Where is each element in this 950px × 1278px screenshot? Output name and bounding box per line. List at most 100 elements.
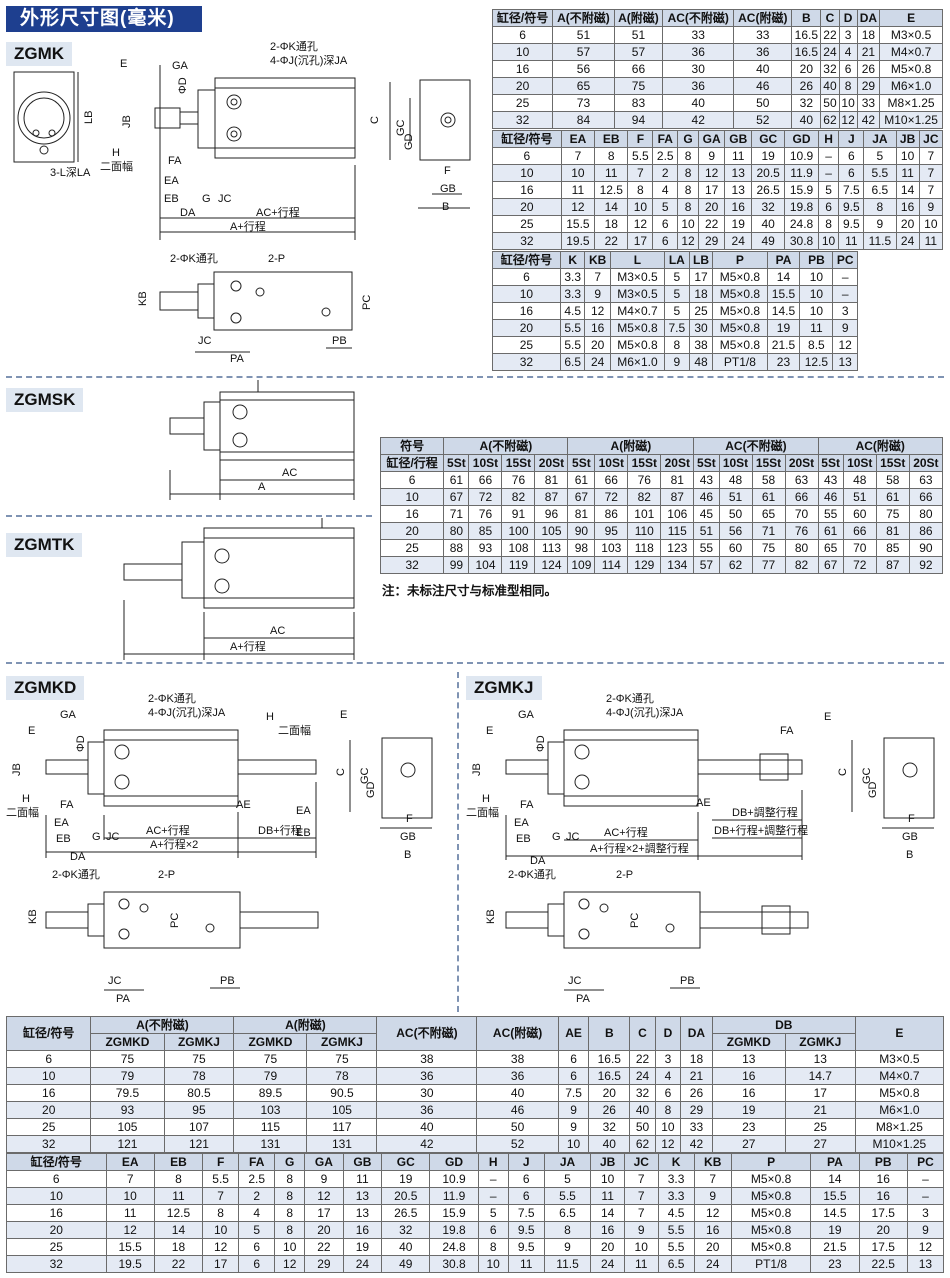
- header-cell: D: [838, 9, 858, 27]
- table-cell: M5×0.8: [730, 1221, 812, 1239]
- section-divider: [6, 376, 944, 378]
- header-cell: AC(不附磁): [376, 1016, 478, 1051]
- table-cell: 8: [274, 1221, 306, 1239]
- table-cell: M6×1.0: [609, 353, 666, 371]
- header-cell: ZGMKD: [711, 1033, 786, 1051]
- table-cell: 5: [543, 1170, 592, 1188]
- table-cell: 30: [688, 319, 714, 337]
- table-cell: 8: [677, 198, 699, 216]
- table-cell: 33: [662, 26, 735, 44]
- table-cell: 4.5: [559, 302, 586, 320]
- table-cell: 9: [584, 285, 611, 303]
- table-cell: 131: [233, 1135, 308, 1153]
- header-cell: 5St: [693, 454, 720, 472]
- table-cell: 72: [594, 488, 629, 506]
- header-cell: 10St: [842, 454, 877, 472]
- table-cell: 12: [906, 1238, 945, 1256]
- table-cell: 10: [274, 1238, 306, 1256]
- table-cell: 8: [202, 1204, 240, 1222]
- table-cell: 25: [492, 336, 561, 354]
- table-cell: 12: [838, 111, 858, 129]
- table-cell: 106: [660, 505, 695, 523]
- table-cell: 11: [594, 164, 629, 182]
- table-cell: 6: [838, 60, 858, 78]
- table-cell: 8: [153, 1170, 204, 1188]
- table-cell: 6: [492, 147, 562, 165]
- table-cell: 19: [342, 1238, 383, 1256]
- table-cell: 42: [662, 111, 735, 129]
- table-cell: 10: [105, 1187, 155, 1205]
- table-cell: 81: [660, 471, 695, 489]
- label-c: C: [335, 768, 347, 776]
- label-pc: PC: [361, 295, 373, 310]
- label-pb: PB: [332, 335, 347, 347]
- table-cell: 6: [491, 26, 554, 44]
- table-cell: 38: [376, 1050, 478, 1068]
- table-cell: 32: [491, 111, 554, 129]
- label-gb: GB: [400, 831, 416, 843]
- note-text: 注：未标注尺寸与标准型相同。: [382, 584, 558, 598]
- table-cell: M5×0.8: [854, 1084, 945, 1102]
- table-cell: 75: [875, 505, 910, 523]
- header-cell: PA: [766, 251, 801, 269]
- table-cell: 105: [90, 1118, 165, 1136]
- label-f: F: [908, 813, 915, 825]
- table-cell: 65: [552, 77, 615, 95]
- table-cell: 61: [875, 488, 910, 506]
- table-cell: 32: [751, 198, 786, 216]
- header-cell: 10St: [594, 454, 629, 472]
- table-cell: 16: [724, 198, 753, 216]
- label-d: ΦD: [75, 735, 87, 752]
- table-cell: 48: [842, 471, 877, 489]
- table-cell: 14.7: [784, 1067, 856, 1085]
- label-jc: JC: [106, 831, 120, 843]
- header-cell: DA: [856, 9, 881, 27]
- table-cell: 3.3: [559, 268, 586, 286]
- label-e-right: E: [340, 709, 347, 721]
- table-cell: 11: [838, 232, 865, 250]
- table-cell: 9.5: [507, 1238, 545, 1256]
- header-cell: A(附磁): [233, 1016, 378, 1034]
- table-cell: 49: [751, 232, 786, 250]
- table-cell: 83: [613, 94, 664, 112]
- header-cell: DA: [680, 1016, 713, 1051]
- table-cell: 25: [379, 539, 445, 557]
- table-cell: M4×0.7: [879, 43, 943, 61]
- label-g: G: [202, 193, 211, 205]
- table-cell: 13: [342, 1187, 383, 1205]
- label-fa: FA: [520, 799, 534, 811]
- table-cell: 21.5: [810, 1238, 860, 1256]
- table-cell: 20: [492, 198, 562, 216]
- label-kb: KB: [485, 909, 497, 924]
- table-cell: 10: [590, 1170, 625, 1188]
- table-cell: 10: [838, 94, 858, 112]
- label-d: ΦD: [535, 735, 547, 752]
- table-cell: 26.5: [751, 181, 786, 199]
- label-flats: 二面幅: [466, 806, 499, 819]
- table-cell: 103: [594, 539, 629, 557]
- table-cell: 16: [492, 181, 562, 199]
- label-a: A: [258, 481, 266, 493]
- table-cell: 51: [842, 488, 877, 506]
- header-cell: 20St: [660, 454, 695, 472]
- table-cell: 124: [534, 556, 569, 574]
- table-cell: 9: [697, 147, 726, 165]
- header-cell: JB: [590, 1153, 625, 1171]
- table-cell: 12: [304, 1187, 344, 1205]
- header-cell: C: [820, 9, 840, 27]
- table-cell: 10: [379, 488, 445, 506]
- table-cell: 8: [274, 1170, 306, 1188]
- table-cell: 51: [613, 26, 664, 44]
- table-cell: –: [832, 268, 858, 286]
- table-cell: 10: [202, 1221, 240, 1239]
- table-cell: 16: [379, 505, 445, 523]
- table-cell: 33: [856, 94, 881, 112]
